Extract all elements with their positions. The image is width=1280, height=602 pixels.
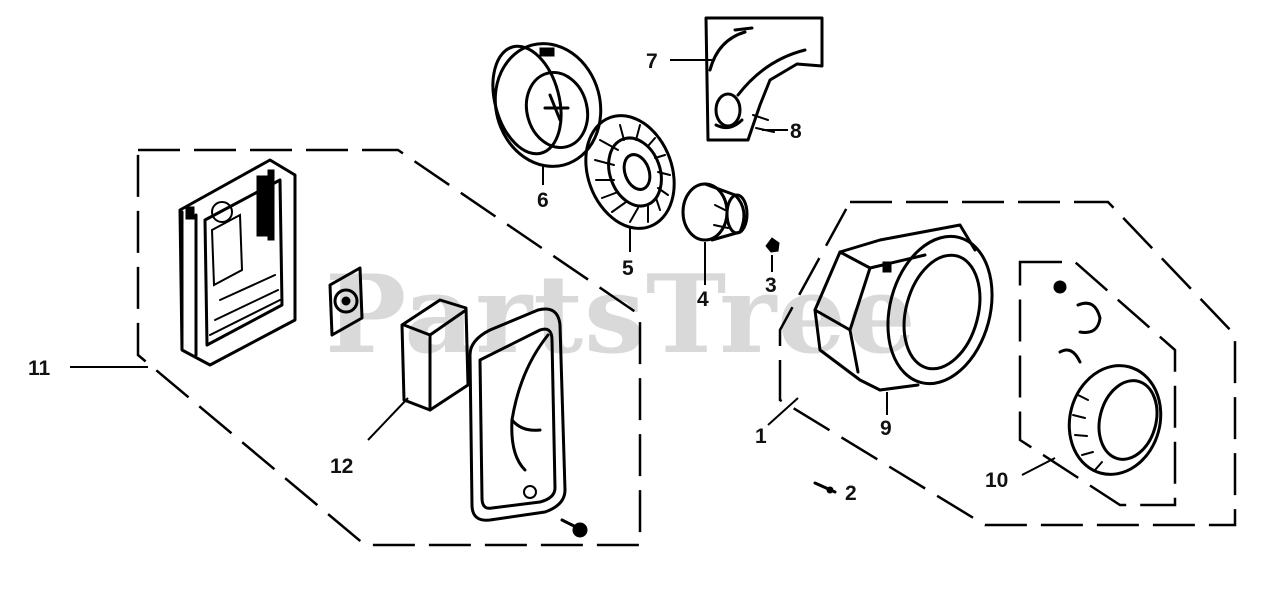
callout-1: 1 (755, 425, 767, 448)
nut-part-3 (765, 237, 780, 253)
flywheel-fan-part-5 (584, 114, 676, 230)
bracket-part-7 (704, 16, 824, 142)
screw-part-2 (813, 481, 837, 494)
blower-housing-part-9 (813, 223, 994, 392)
starter-cup-part-4 (681, 182, 749, 242)
callout-2: 2 (845, 482, 857, 505)
callout-7: 7 (646, 50, 658, 73)
air-cleaner-base-part (178, 158, 297, 367)
starter-assembly-10-outline (1018, 260, 1177, 507)
callout-12: 12 (330, 455, 353, 478)
leader-1 (767, 397, 799, 426)
callout-8: 8 (790, 120, 802, 143)
gasket-part (328, 266, 364, 337)
callout-6: 6 (537, 189, 549, 212)
screw-part (560, 518, 588, 538)
callout-4: 4 (697, 288, 709, 311)
filter-cover-part (468, 307, 567, 522)
assembly-11-outline (136, 148, 642, 547)
starter-pulley-part-6 (491, 42, 603, 168)
leader-12 (367, 397, 409, 441)
callout-9: 9 (880, 417, 892, 440)
callout-5: 5 (622, 257, 634, 280)
callout-10: 10 (985, 469, 1008, 492)
callout-3: 3 (765, 274, 777, 297)
watermark-text: PartsTree (325, 252, 917, 378)
leader-10 (1021, 457, 1056, 476)
assembly-1-outline (778, 200, 1237, 527)
recoil-starter-part-10 (1053, 280, 1163, 476)
callout-11: 11 (28, 357, 51, 380)
filter-element-part-12 (400, 298, 470, 412)
